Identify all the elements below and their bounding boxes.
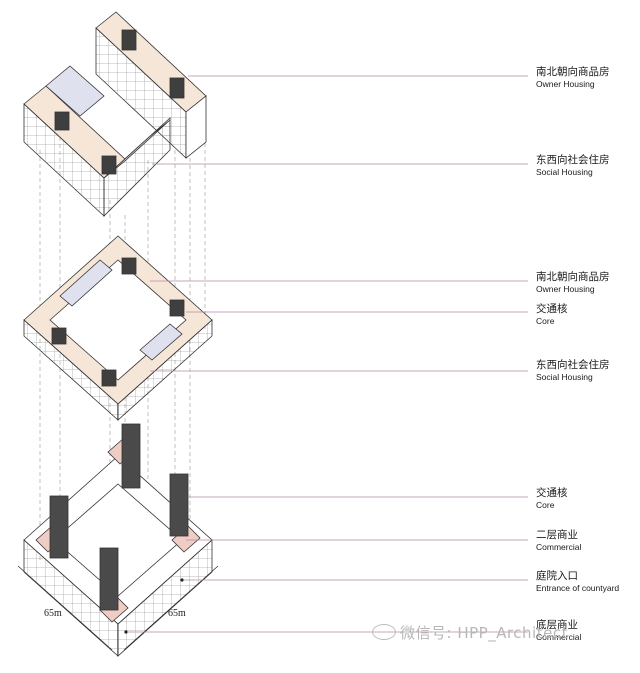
core-block [169, 299, 185, 317]
core-block [121, 257, 137, 275]
podium-facade-right [117, 539, 213, 657]
label-en: Commercial [536, 542, 582, 553]
watermark-text: 微信号: HPP_Architect [400, 624, 568, 642]
label-en: Owner Housing [536, 79, 595, 90]
label-zh: 底层商业 [536, 619, 578, 631]
label-en: Commercial [536, 632, 582, 643]
leader-lines [128, 75, 528, 633]
dimension-label-left: 65m [44, 608, 62, 619]
core-block [101, 155, 117, 175]
label-zh: 交通核 [536, 487, 568, 499]
label-core-base: 交通核 Core [536, 487, 568, 511]
label-en: Social Housing [536, 167, 593, 178]
label-social-housing-top: 东西向社会住房 Social Housing [536, 154, 610, 178]
top-layer [23, 11, 207, 217]
label-zh: 东西向社会住房 [536, 154, 610, 166]
middle-layer [23, 235, 213, 421]
label-en: Core [536, 500, 555, 511]
label-zh: 交通核 [536, 303, 568, 315]
label-social-housing-mid: 东西向社会住房 Social Housing [536, 359, 610, 383]
social-housing-roof [103, 119, 171, 179]
label-en: Owner Housing [536, 284, 595, 295]
label-commercial-ground: 底层商业 Commercial [536, 619, 581, 643]
core-tower [49, 495, 69, 559]
core-block [169, 77, 185, 99]
social-housing-roof [59, 259, 113, 307]
label-owner-housing-mid: 南北朝向商品房 Owner Housing [536, 271, 610, 295]
core-block [54, 111, 70, 131]
label-owner-housing-top: 南北朝向商品房 Owner Housing [536, 66, 610, 90]
label-courtyard-entrance: 庭院入口 Entrance of countyard [536, 570, 619, 594]
core-block [121, 29, 137, 51]
leader-dots [124, 578, 184, 634]
base-layer [23, 423, 213, 657]
core-tower [169, 473, 189, 537]
core-tower [99, 547, 119, 611]
core-block [101, 369, 117, 387]
label-en: Social Housing [536, 372, 593, 383]
label-en: Core [536, 316, 555, 327]
label-zh: 南北朝向商品房 [536, 271, 610, 283]
ring-facade-right [117, 319, 213, 421]
label-en: Entrance of countyard [536, 583, 620, 594]
social-housing-roof [139, 323, 183, 361]
label-zh: 二层商业 [536, 529, 578, 541]
dimension-line-left [17, 565, 113, 651]
owner-housing-end [185, 95, 207, 159]
social-housing-roof [45, 65, 105, 117]
dimension-label-right: 65m [168, 608, 186, 619]
core-block [51, 327, 67, 345]
label-zh: 南北朝向商品房 [536, 66, 610, 78]
label-zh: 庭院入口 [536, 570, 578, 582]
label-commercial-second: 二层商业 Commercial [536, 529, 581, 553]
watermark: 微信号: HPP_Architect [372, 622, 568, 643]
label-core-mid: 交通核 Core [536, 303, 568, 327]
core-tower [121, 423, 141, 489]
label-zh: 东西向社会住房 [536, 359, 610, 371]
wechat-icon [372, 624, 396, 640]
